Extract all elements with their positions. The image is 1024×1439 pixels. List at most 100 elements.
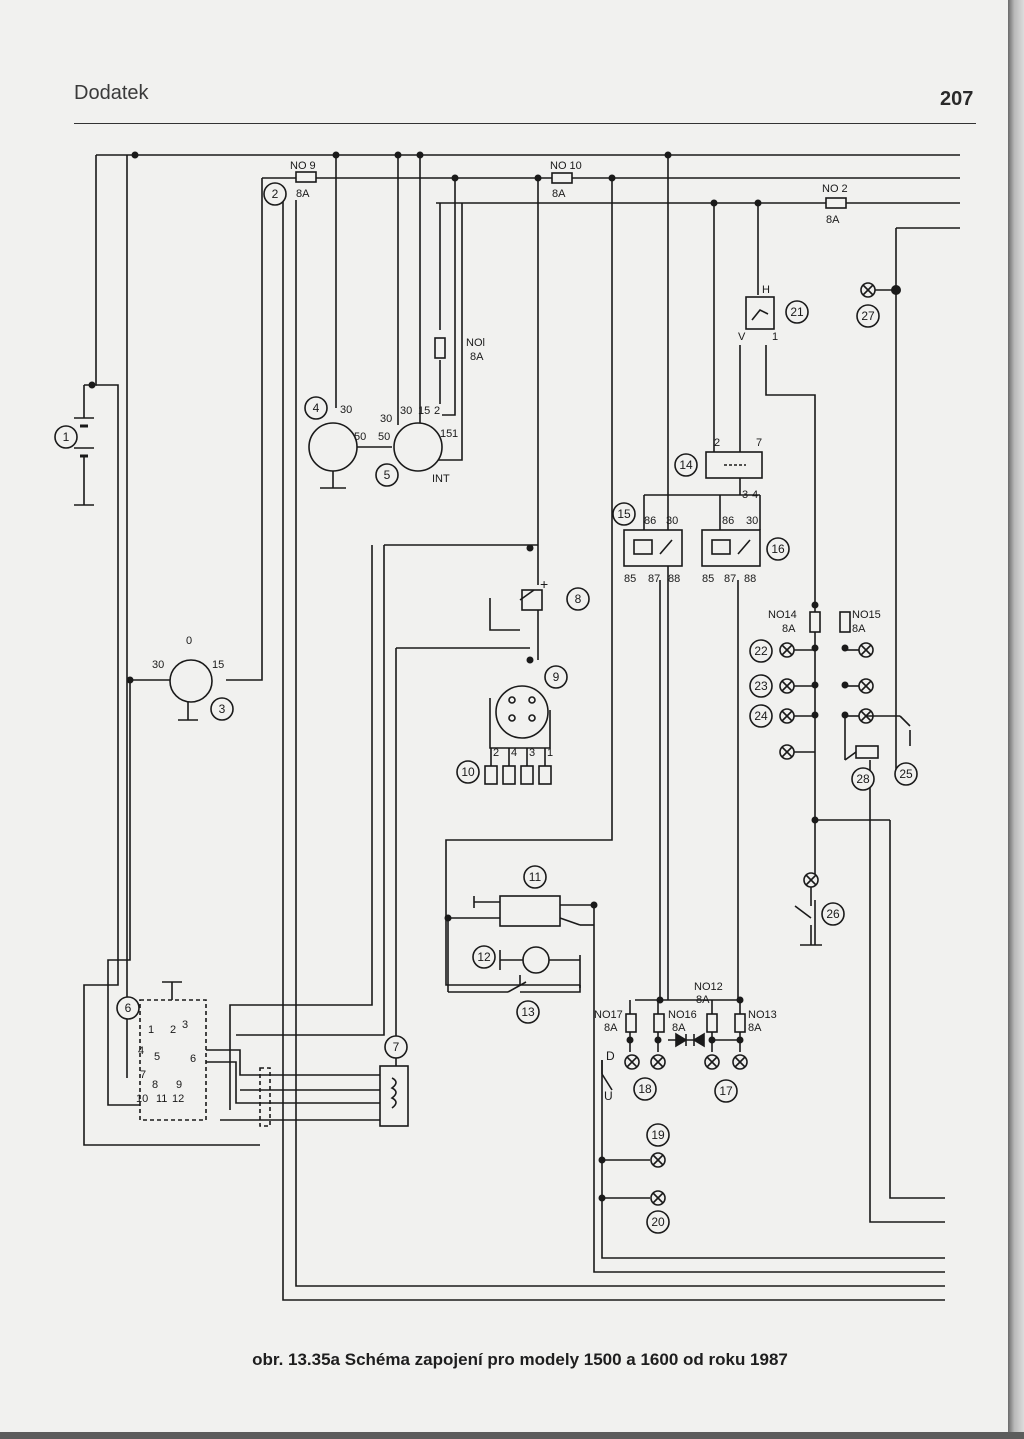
flasher-unit: H V 1 bbox=[738, 284, 778, 343]
svg-text:30: 30 bbox=[400, 405, 412, 417]
svg-text:NO15: NO15 bbox=[852, 609, 881, 621]
marker-6: 6 bbox=[116, 996, 140, 1020]
marker-14: 14 bbox=[674, 453, 698, 477]
switch-du: D U bbox=[601, 1049, 615, 1103]
relay-15: 86 30 85 87 88 bbox=[623, 515, 683, 585]
marker-12: 12 bbox=[472, 945, 496, 969]
svg-text:3: 3 bbox=[219, 702, 226, 716]
marker-25: 25 bbox=[894, 762, 918, 786]
svg-text:0: 0 bbox=[186, 635, 192, 647]
lamp-26 bbox=[803, 872, 819, 888]
light-switch: 1 2 3 4 5 6 7 8 9 10 11 12 bbox=[136, 981, 207, 1121]
svg-text:88: 88 bbox=[668, 573, 680, 585]
svg-text:87: 87 bbox=[648, 573, 660, 585]
svg-text:NO14: NO14 bbox=[768, 609, 797, 621]
marker-16: 16 bbox=[766, 537, 790, 561]
fuse-no14: NO14 8A bbox=[768, 609, 821, 635]
svg-text:7: 7 bbox=[756, 437, 762, 449]
svg-text:1: 1 bbox=[452, 428, 458, 440]
fuse-no16: NO16 8A bbox=[653, 1009, 697, 1034]
svg-text:D: D bbox=[606, 1049, 615, 1063]
svg-text:NO 2: NO 2 bbox=[822, 183, 848, 195]
svg-text:4: 4 bbox=[313, 401, 320, 415]
marker-8: 8 bbox=[566, 587, 590, 611]
lamp-17b bbox=[732, 1054, 748, 1070]
svg-text:18: 18 bbox=[638, 1082, 652, 1096]
marker-17: 17 bbox=[714, 1079, 738, 1103]
svg-text:50: 50 bbox=[354, 431, 366, 443]
svg-text:H: H bbox=[762, 284, 770, 296]
svg-text:2: 2 bbox=[714, 437, 720, 449]
svg-text:15: 15 bbox=[440, 428, 452, 440]
marker-24: 24 bbox=[749, 704, 773, 728]
svg-text:9: 9 bbox=[176, 1079, 182, 1091]
marker-11: 11 bbox=[523, 865, 547, 889]
lamp-23 bbox=[779, 678, 815, 694]
svg-text:30: 30 bbox=[152, 659, 164, 671]
svg-text:4: 4 bbox=[511, 747, 517, 759]
svg-text:8A: 8A bbox=[748, 1022, 762, 1034]
svg-text:V: V bbox=[738, 331, 746, 343]
marker-9: 9 bbox=[544, 665, 568, 689]
svg-text:26: 26 bbox=[826, 907, 840, 921]
fuse-no13: NO13 8A bbox=[734, 1009, 777, 1034]
fuse-no2: NO 2 8A bbox=[822, 183, 848, 226]
svg-text:20: 20 bbox=[651, 1215, 665, 1229]
svg-text:8A: 8A bbox=[552, 188, 566, 200]
svg-text:8A: 8A bbox=[296, 188, 310, 200]
lamp-19 bbox=[650, 1152, 666, 1168]
svg-text:7: 7 bbox=[140, 1069, 146, 1081]
svg-text:16: 16 bbox=[771, 542, 785, 556]
lamp-r2 bbox=[845, 678, 874, 694]
alternator: 30 50 30 15 2 15 1 INT bbox=[378, 405, 458, 485]
svg-text:10: 10 bbox=[461, 765, 475, 779]
connector-plug bbox=[259, 1067, 271, 1127]
svg-text:NO12: NO12 bbox=[694, 981, 723, 993]
svg-text:NO17: NO17 bbox=[594, 1009, 623, 1021]
svg-text:8A: 8A bbox=[470, 351, 484, 363]
svg-text:6: 6 bbox=[125, 1001, 132, 1015]
svg-text:5: 5 bbox=[154, 1051, 160, 1063]
marker-23: 23 bbox=[749, 674, 773, 698]
svg-text:10: 10 bbox=[136, 1093, 148, 1105]
svg-text:2: 2 bbox=[434, 405, 440, 417]
svg-text:1: 1 bbox=[148, 1024, 154, 1036]
svg-text:14: 14 bbox=[679, 458, 693, 472]
fuse-no9: NO 9 8A bbox=[290, 160, 317, 200]
relay-16: 86 30 85 87 88 bbox=[701, 515, 761, 585]
figure-caption: obr. 13.35a Schéma zapojení pro modely 1… bbox=[252, 1350, 788, 1369]
svg-text:NO 10: NO 10 bbox=[550, 160, 582, 172]
svg-text:24: 24 bbox=[754, 709, 768, 723]
diodes bbox=[675, 1032, 705, 1048]
lamp-18b bbox=[650, 1054, 666, 1070]
junction-dots bbox=[88, 151, 901, 1202]
marker-26: 26 bbox=[821, 902, 845, 926]
svg-text:6: 6 bbox=[190, 1053, 196, 1065]
marker-3: 3 bbox=[210, 697, 234, 721]
fuse-no15: NO15 8A bbox=[839, 609, 881, 635]
marker-13: 13 bbox=[516, 1000, 540, 1024]
page-edge-shadow bbox=[1008, 0, 1024, 1439]
svg-text:30: 30 bbox=[380, 413, 392, 425]
header-rule bbox=[74, 123, 976, 124]
marker-19: 19 bbox=[646, 1123, 670, 1147]
svg-text:11: 11 bbox=[529, 870, 542, 884]
svg-text:30: 30 bbox=[746, 515, 758, 527]
lamp-27 bbox=[860, 282, 896, 298]
marker-18: 18 bbox=[633, 1077, 657, 1101]
wiper-motor bbox=[379, 1065, 409, 1127]
svg-text:19: 19 bbox=[651, 1128, 665, 1142]
lamp-24 bbox=[779, 708, 815, 724]
svg-text:8A: 8A bbox=[672, 1022, 686, 1034]
svg-text:22: 22 bbox=[754, 644, 768, 658]
svg-text:50: 50 bbox=[378, 431, 390, 443]
marker-2: 2 bbox=[263, 182, 287, 206]
scan-bottom-edge bbox=[0, 1432, 1024, 1439]
svg-text:8: 8 bbox=[575, 592, 582, 606]
marker-10: 10 bbox=[456, 760, 480, 784]
wires bbox=[83, 154, 960, 1301]
starter-motor: 30 50 bbox=[308, 404, 392, 489]
svg-text:5: 5 bbox=[384, 468, 391, 482]
svg-text:28: 28 bbox=[856, 772, 870, 786]
